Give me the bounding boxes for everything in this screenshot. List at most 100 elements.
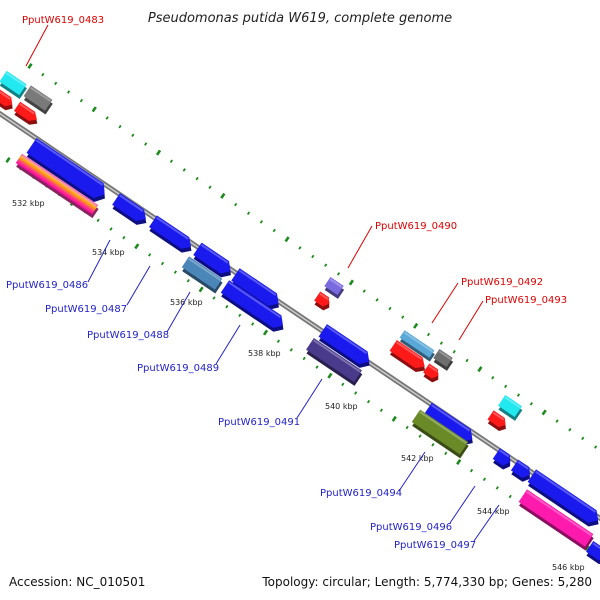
gene-0491a-arrow[interactable] bbox=[317, 324, 376, 372]
gene-0492b-arrow[interactable] bbox=[388, 339, 431, 376]
callout-line-0488 bbox=[166, 291, 191, 333]
outer-tick bbox=[401, 315, 405, 319]
gene-0496b-arrow[interactable] bbox=[509, 459, 535, 485]
gene-0494a-arrow[interactable] bbox=[422, 402, 479, 450]
gene-label-0496[interactable]: PputW619_0496 bbox=[370, 522, 452, 533]
gene-0483-arrow[interactable] bbox=[0, 70, 29, 99]
inner-tick bbox=[134, 243, 140, 250]
gene-label-0489[interactable]: PputW619_0489 bbox=[137, 363, 219, 374]
outer-tick bbox=[105, 116, 109, 120]
inner-tick bbox=[148, 253, 152, 257]
gene-label-0490[interactable]: PputW619_0490 bbox=[375, 221, 457, 232]
outer-tick bbox=[298, 246, 302, 250]
outer-tick bbox=[516, 393, 521, 397]
callout-line-0489 bbox=[215, 324, 241, 365]
gene-0496-arrow[interactable] bbox=[491, 448, 515, 472]
callout-line-0494 bbox=[398, 451, 426, 492]
outer-tick bbox=[195, 176, 199, 181]
inner-tick bbox=[366, 399, 371, 404]
gene-0491-arrow[interactable] bbox=[304, 337, 364, 386]
inner-tick bbox=[122, 235, 126, 240]
gene-0495a-arrow[interactable] bbox=[496, 395, 524, 421]
gene-0492-arrow[interactable] bbox=[398, 330, 437, 362]
gene-labels: PputW619_0483 PputW619_0490 PputW619_049… bbox=[6, 15, 567, 551]
inner-tick bbox=[186, 279, 190, 283]
tick-label-538: 538 kbp bbox=[248, 349, 281, 358]
outer-tick bbox=[234, 202, 238, 207]
gene-0497a-arrow[interactable] bbox=[526, 469, 600, 530]
outer-tick bbox=[541, 409, 547, 416]
outer-tick bbox=[182, 168, 186, 172]
callout-line-0492 bbox=[431, 282, 459, 324]
inner-tick bbox=[315, 365, 319, 369]
gene-0488b-arrow[interactable] bbox=[180, 256, 224, 294]
gene-0497-arrow[interactable] bbox=[517, 489, 595, 551]
gene-0487-arrow[interactable] bbox=[110, 193, 151, 229]
inner-tick bbox=[391, 415, 397, 422]
gene-label-0492[interactable]: PputW619_0492 bbox=[461, 277, 543, 288]
outer-tick bbox=[91, 106, 97, 113]
callout-line-0497 bbox=[473, 504, 500, 542]
callout-line-0491 bbox=[296, 378, 323, 419]
callout-lines bbox=[25, 24, 500, 542]
tick-label-540: 540 kbp bbox=[325, 402, 358, 411]
outer-tick bbox=[208, 185, 212, 189]
outer-tick bbox=[581, 436, 585, 441]
gene-0485a-arrow[interactable] bbox=[0, 88, 17, 113]
inner-tick bbox=[5, 157, 11, 163]
gene-0490b-arrow[interactable] bbox=[312, 291, 334, 313]
gene-label-0493[interactable]: PputW619_0493 bbox=[485, 295, 567, 306]
tick-label-536: 536 kbp bbox=[170, 298, 203, 307]
gene-label-0491[interactable]: PputW619_0491 bbox=[218, 417, 300, 428]
inner-tick bbox=[262, 329, 269, 336]
outer-tick bbox=[54, 81, 58, 86]
inner-tick bbox=[160, 261, 165, 266]
outer-tick bbox=[311, 254, 315, 259]
outer-tick bbox=[27, 63, 33, 69]
outer-tick bbox=[477, 366, 483, 373]
gene-0492c-arrow[interactable] bbox=[421, 363, 443, 385]
outer-tick bbox=[413, 322, 419, 329]
gene-label-0488[interactable]: PputW619_0488 bbox=[87, 330, 169, 341]
gene-0485b-arrow[interactable] bbox=[12, 101, 42, 128]
callout-line-0493 bbox=[458, 300, 484, 341]
inner-tick bbox=[508, 494, 512, 499]
outer-tick bbox=[504, 384, 508, 389]
gene-label-0486[interactable]: PputW619_0486 bbox=[6, 280, 88, 291]
gene-label-0497[interactable]: PputW619_0497 bbox=[394, 540, 476, 551]
inner-tick bbox=[482, 477, 487, 482]
gene-0495b-arrow[interactable] bbox=[486, 410, 511, 433]
gene-0489-arrow[interactable] bbox=[219, 280, 289, 335]
gene-0490-arrow[interactable] bbox=[323, 276, 346, 299]
rrna-rainbow-feature[interactable] bbox=[14, 153, 100, 219]
inner-tick bbox=[418, 434, 422, 438]
outer-tick bbox=[66, 90, 71, 94]
inner-tick bbox=[379, 408, 383, 412]
inner-tick bbox=[327, 372, 333, 379]
gene-label-0494[interactable]: PputW619_0494 bbox=[320, 488, 402, 499]
outer-tick bbox=[375, 298, 379, 302]
outer-tick bbox=[439, 341, 443, 345]
gene-0498-arrow[interactable] bbox=[584, 541, 600, 567]
gene-0486-arrow[interactable] bbox=[25, 137, 112, 206]
outer-tick bbox=[348, 279, 354, 286]
inner-tick bbox=[444, 451, 448, 456]
inner-tick bbox=[251, 322, 255, 326]
outer-tick bbox=[426, 332, 431, 337]
tick-label-534: 534 kbp bbox=[92, 248, 125, 257]
gene-label-0487[interactable]: PputW619_0487 bbox=[45, 304, 127, 315]
gene-0494-arrow[interactable] bbox=[410, 409, 470, 459]
gene-label-0483[interactable]: PputW619_0483 bbox=[22, 15, 104, 26]
map-title: Pseudomonas putida W619, complete genome bbox=[148, 11, 452, 26]
gene-0487b-arrow[interactable] bbox=[147, 215, 197, 256]
gene-0484-arrow[interactable] bbox=[22, 85, 55, 115]
inner-tick bbox=[302, 356, 306, 361]
inner-tick bbox=[584, 545, 591, 552]
outer-tick bbox=[155, 149, 162, 156]
accession-text: Accession: NC_010501 bbox=[9, 575, 145, 589]
gene-0493-arrow[interactable] bbox=[432, 348, 455, 371]
features bbox=[0, 70, 600, 567]
gene-0489a-arrow[interactable] bbox=[230, 268, 285, 313]
gene-0488-arrow[interactable] bbox=[192, 242, 237, 282]
